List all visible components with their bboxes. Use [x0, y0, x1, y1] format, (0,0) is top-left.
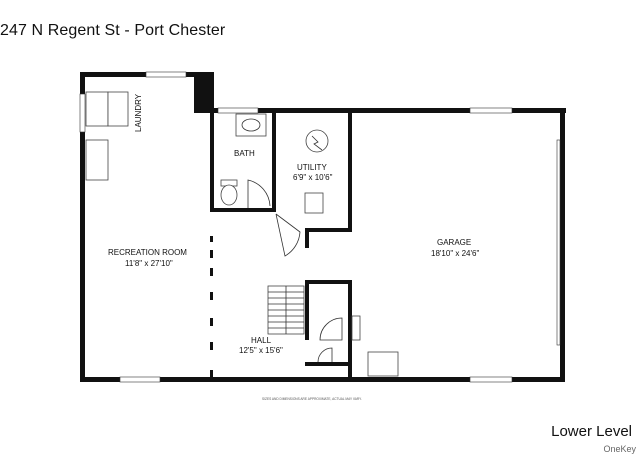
- room-dims-utility: 6'9" x 10'6": [293, 173, 333, 182]
- room-label-laundry: LAUNDRY: [134, 93, 143, 132]
- laundry-appliances: [85, 91, 129, 181]
- room-dims-hall: 12'5" x 15'6": [239, 346, 283, 355]
- brand-logo-text: OneKey: [603, 444, 636, 454]
- interior-walls: [210, 110, 352, 380]
- room-label-utility: UTILITY: [297, 163, 327, 172]
- room-label-garage: GARAGE: [437, 238, 471, 247]
- room-dims-recreation: 11'8" x 27'10": [125, 259, 173, 268]
- utility-box: [304, 192, 324, 214]
- closet-door: [317, 315, 361, 363]
- room-label-recreation: RECREATION ROOM: [108, 248, 187, 257]
- page-title: 247 N Regent St - Port Chester: [0, 22, 226, 39]
- sink-icon: [235, 113, 267, 137]
- garage-storage: [367, 351, 399, 377]
- room-label-hall: HALL: [251, 336, 272, 345]
- water-heater-icon: [305, 129, 329, 153]
- room-dims-garage: 18'10" x 24'6": [431, 249, 479, 258]
- level-label: Lower Level: [551, 423, 632, 440]
- bath-door: [247, 179, 271, 208]
- toilet-icon: [220, 179, 238, 206]
- disclaimer-note: SIZES AND DIMENSIONS ARE APPROXIMATE, AC…: [262, 397, 362, 401]
- hall-door: [275, 213, 301, 257]
- room-label-bath: BATH: [234, 149, 255, 158]
- exterior-walls: [79, 71, 566, 383]
- stairs-icon: [267, 285, 305, 335]
